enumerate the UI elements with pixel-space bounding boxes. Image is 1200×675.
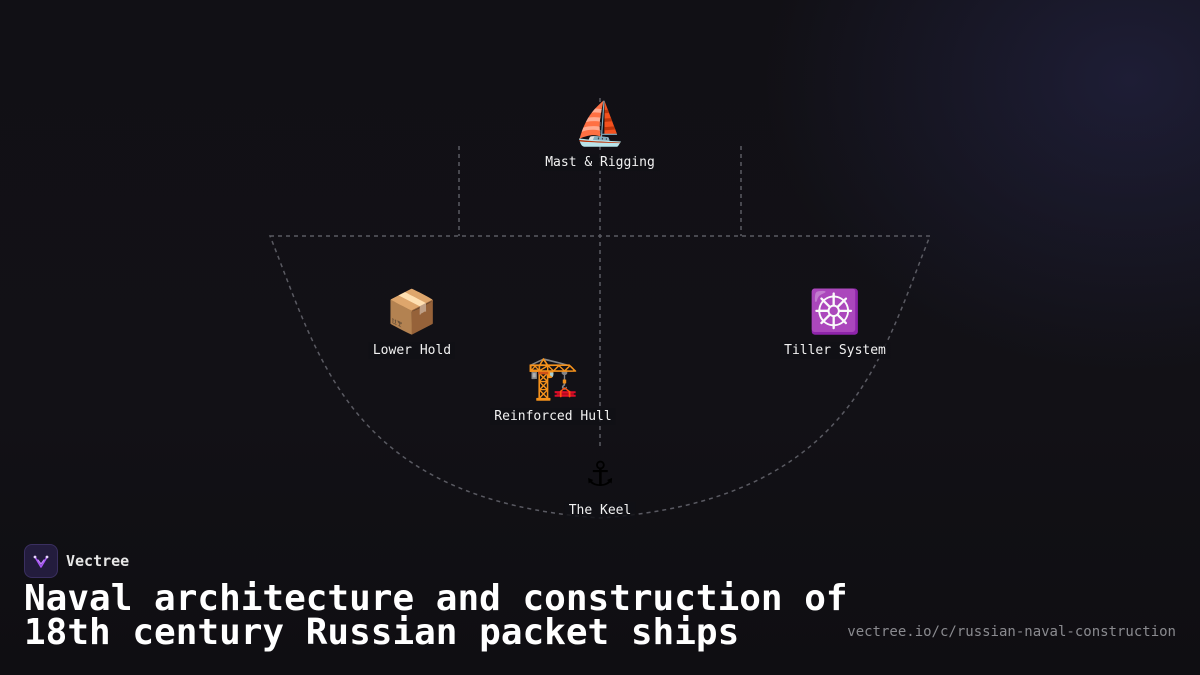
node-the-keel: ⚓ The Keel <box>564 447 636 519</box>
brand: Vectree <box>24 544 129 578</box>
brand-name: Vectree <box>66 552 130 570</box>
node-lower-hold: 📦 Lower Hold <box>368 287 456 359</box>
package-icon: 📦 <box>385 287 439 336</box>
node-label: Lower Hold <box>368 342 456 359</box>
node-tiller-system: ☸️ Tiller System <box>780 288 890 359</box>
construction-crane-icon: 🏗️ <box>526 353 580 402</box>
node-reinforced-hull: 🏗️ Reinforced Hull <box>490 353 616 425</box>
anchor-icon: ⚓ <box>587 447 613 496</box>
page-title: Naval architecture and construction of 1… <box>24 578 848 653</box>
node-label: The Keel <box>564 502 636 519</box>
page-url[interactable]: vectree.io/c/russian-naval-construction <box>847 624 1176 640</box>
node-label: Mast & Rigging <box>541 154 659 171</box>
ship-wheel-icon: ☸️ <box>808 287 862 336</box>
node-label: Tiller System <box>780 342 890 359</box>
vectree-logo-icon <box>24 544 58 578</box>
sailboat-icon: ⛵ <box>573 99 627 148</box>
node-mast-rigging: ⛵ Mast & Rigging <box>541 100 659 171</box>
node-label: Reinforced Hull <box>490 408 616 425</box>
